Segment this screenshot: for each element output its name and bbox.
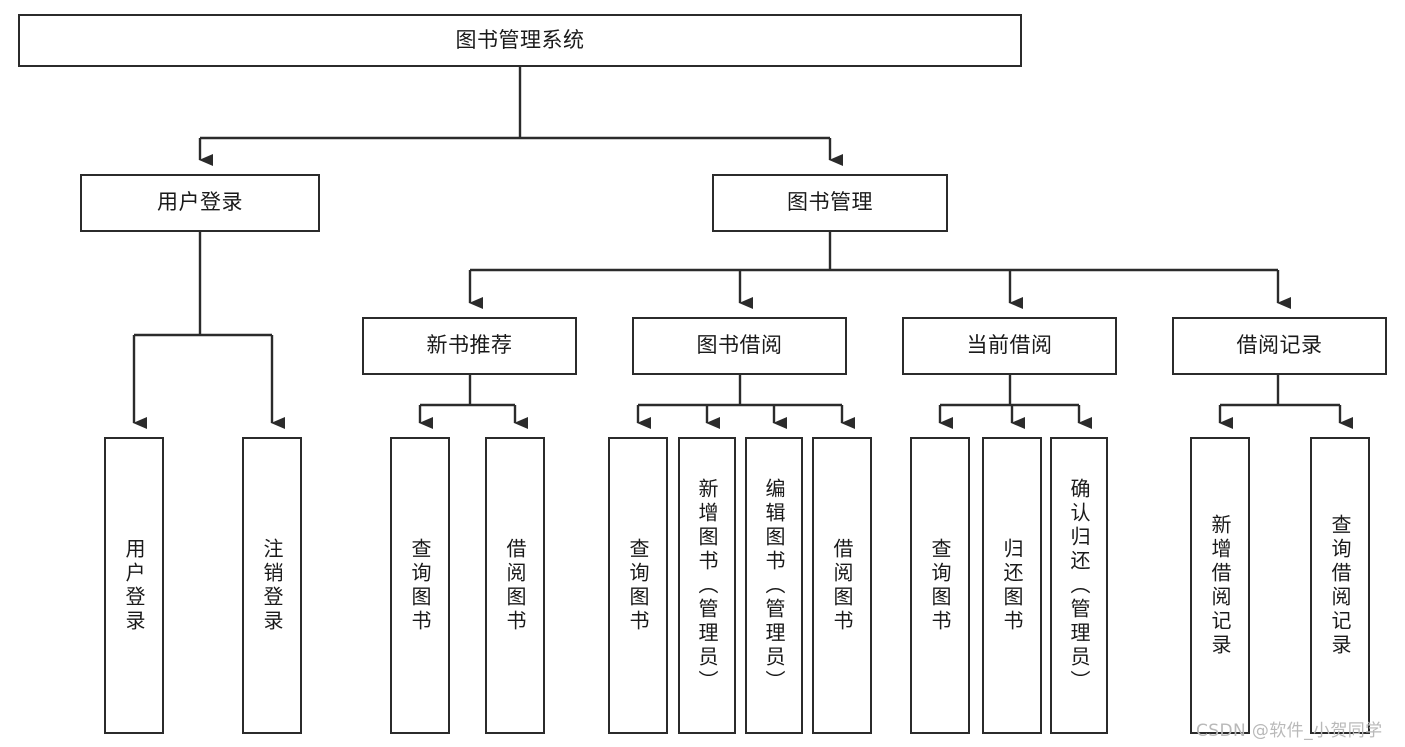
node-book-manage[interactable]: 图书管理: [712, 174, 948, 232]
leaf-edit-book-label: 编辑图书（管理员）: [762, 477, 786, 694]
leaf-user-login[interactable]: 用户登录: [104, 437, 164, 734]
leaf-logout-label: 注销登录: [260, 537, 284, 634]
node-new-book-recommend[interactable]: 新书推荐: [362, 317, 577, 375]
node-borrow-record-label: 借阅记录: [1236, 333, 1323, 358]
node-book-borrow-label: 图书借阅: [696, 333, 783, 358]
leaf-edit-book[interactable]: 编辑图书（管理员）: [745, 437, 803, 734]
leaf-add-book-label: 新增图书（管理员）: [695, 477, 719, 694]
leaf-query-book-2[interactable]: 查询图书: [608, 437, 668, 734]
node-new-book-recommend-label: 新书推荐: [426, 333, 513, 358]
node-user-login-label: 用户登录: [157, 190, 243, 215]
leaf-add-record[interactable]: 新增借阅记录: [1190, 437, 1250, 734]
leaf-add-record-label: 新增借阅记录: [1208, 513, 1232, 658]
leaf-query-record-label: 查询借阅记录: [1328, 513, 1352, 658]
node-current-borrow-label: 当前借阅: [966, 333, 1053, 358]
node-user-login[interactable]: 用户登录: [80, 174, 320, 232]
leaf-query-book-3[interactable]: 查询图书: [910, 437, 970, 734]
node-current-borrow[interactable]: 当前借阅: [902, 317, 1117, 375]
node-book-borrow[interactable]: 图书借阅: [632, 317, 847, 375]
leaf-borrow-book-2[interactable]: 借阅图书: [812, 437, 872, 734]
leaf-query-book-1[interactable]: 查询图书: [390, 437, 450, 734]
leaf-query-record[interactable]: 查询借阅记录: [1310, 437, 1370, 734]
node-root[interactable]: 图书管理系统: [18, 14, 1022, 67]
leaf-return-book[interactable]: 归还图书: [982, 437, 1042, 734]
leaf-query-book-1-label: 查询图书: [408, 537, 432, 634]
leaf-add-book[interactable]: 新增图书（管理员）: [678, 437, 736, 734]
leaf-user-login-label: 用户登录: [122, 537, 146, 634]
leaf-return-book-label: 归还图书: [1000, 537, 1024, 634]
leaf-query-book-3-label: 查询图书: [928, 537, 952, 634]
csdn-watermark: CSDN @软件_小贺同学: [1196, 721, 1383, 741]
leaf-borrow-book-1-label: 借阅图书: [503, 537, 527, 634]
node-book-manage-label: 图书管理: [787, 190, 873, 215]
leaf-logout[interactable]: 注销登录: [242, 437, 302, 734]
leaf-confirm-return-label: 确认归还（管理员）: [1067, 477, 1091, 694]
leaf-borrow-book-1[interactable]: 借阅图书: [485, 437, 545, 734]
leaf-borrow-book-2-label: 借阅图书: [830, 537, 854, 634]
node-borrow-record[interactable]: 借阅记录: [1172, 317, 1387, 375]
leaf-query-book-2-label: 查询图书: [626, 537, 650, 634]
leaf-confirm-return[interactable]: 确认归还（管理员）: [1050, 437, 1108, 734]
node-root-label: 图书管理系统: [455, 27, 585, 52]
